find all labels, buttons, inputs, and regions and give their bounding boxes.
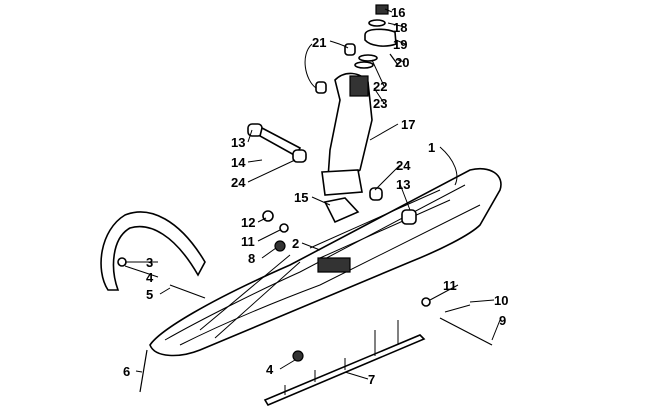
callout-3: 3	[146, 255, 153, 270]
callout-12: 12	[241, 215, 255, 230]
callout-24: 24	[231, 175, 246, 190]
callout-23: 23	[373, 96, 387, 111]
callout-18: 18	[393, 20, 407, 35]
callout-4b: 4	[266, 362, 274, 377]
callout-10: 10	[494, 293, 508, 308]
callout-16: 16	[391, 5, 405, 20]
callout-13: 13	[231, 135, 245, 150]
callout-22: 22	[373, 79, 387, 94]
callout-13b: 13	[396, 177, 410, 192]
callout-2: 2	[292, 236, 299, 251]
ski-loop	[100, 211, 206, 291]
callout-21: 21	[312, 35, 326, 50]
callout-14: 14	[231, 155, 246, 170]
steering-arm	[364, 28, 397, 47]
spindle	[321, 72, 373, 196]
callout-1: 1	[428, 140, 435, 155]
callout-24b: 24	[396, 158, 411, 173]
callout-7: 7	[368, 372, 375, 387]
callout-8: 8	[248, 251, 255, 266]
callout-9: 9	[499, 313, 506, 328]
callout-4: 4	[146, 270, 154, 285]
callout-11: 11	[241, 234, 255, 249]
bolt	[389, 53, 399, 66]
callout-17: 17	[401, 117, 415, 132]
callout-19: 19	[393, 37, 407, 52]
callout-5: 5	[146, 287, 153, 302]
callout-6: 6	[123, 364, 130, 379]
wear-bar	[263, 320, 426, 407]
washer	[368, 19, 386, 27]
callout-20: 20	[395, 55, 409, 70]
cap	[375, 4, 389, 15]
callout-11b: 11	[443, 278, 457, 293]
callout-15: 15	[294, 190, 308, 205]
leader-lines	[124, 8, 501, 380]
